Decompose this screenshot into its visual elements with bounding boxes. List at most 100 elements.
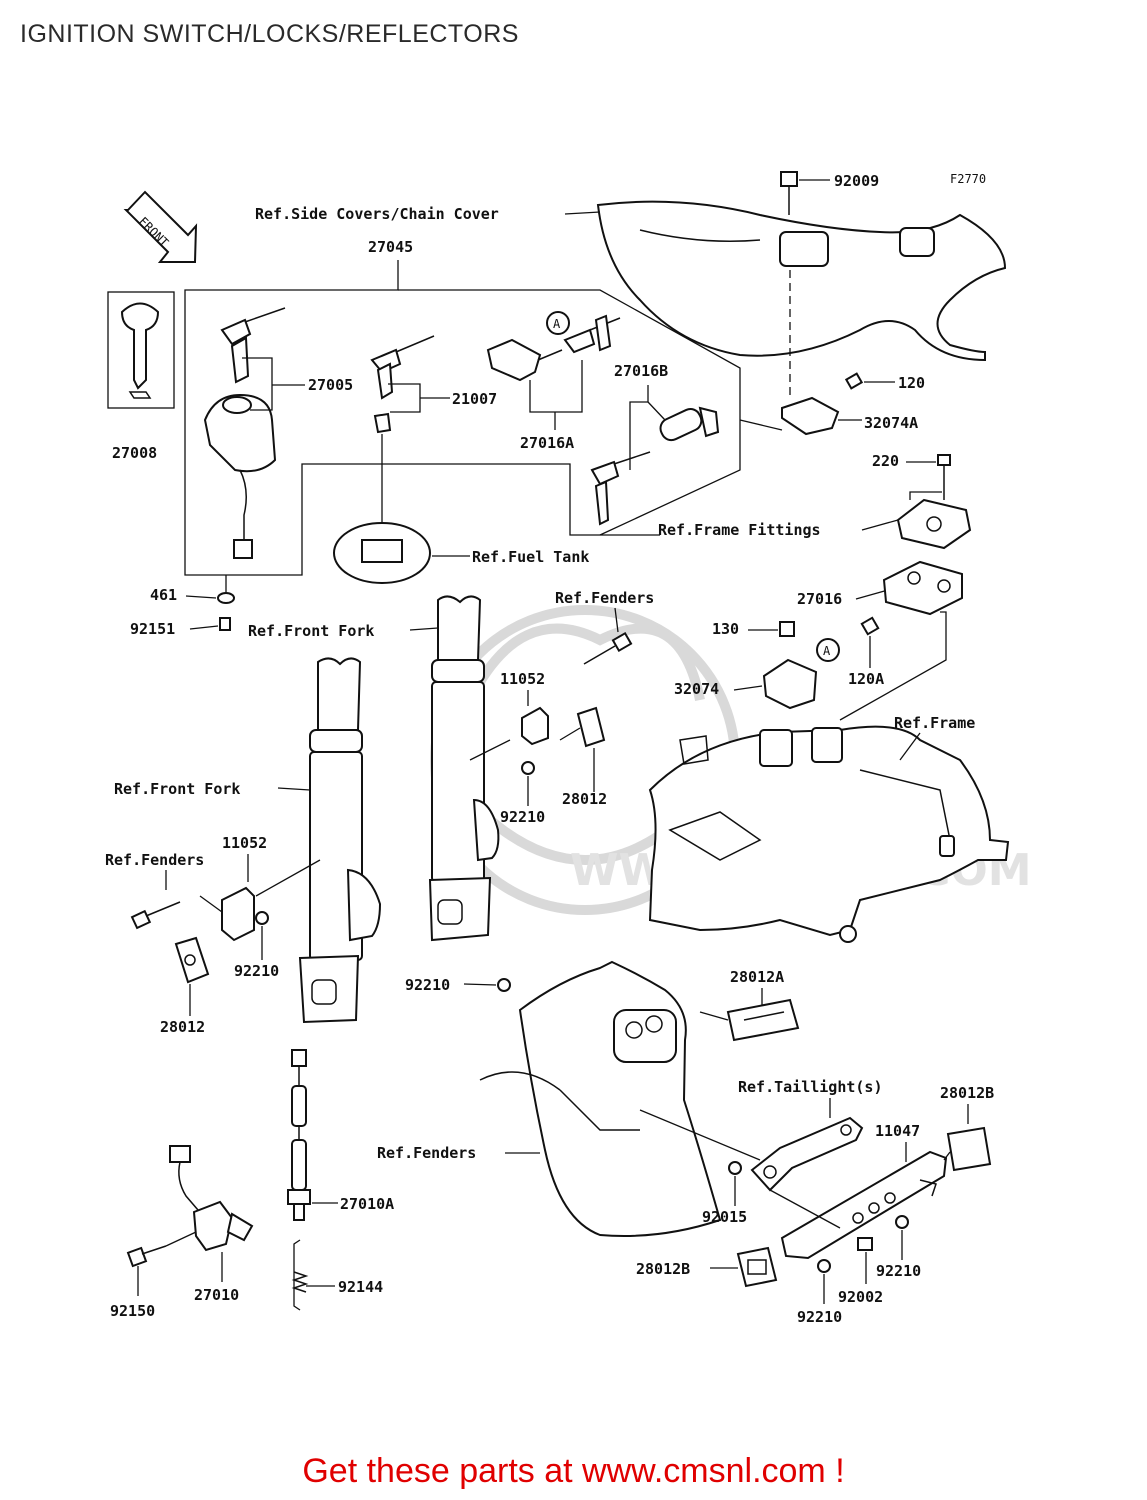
label-27016a: 27016A (520, 434, 574, 452)
label-120a: 120A (848, 670, 884, 688)
front-fork-left-part (298, 657, 382, 1024)
key-27008-frame (107, 291, 175, 409)
bolt-220-part (937, 454, 951, 500)
page-title: IGNITION SWITCH/LOCKS/REFLECTORS (20, 20, 519, 48)
spring-92144-part (291, 1271, 309, 1293)
lock-27016a-part (486, 314, 621, 382)
label-27010a: 27010A (340, 1195, 394, 1213)
label-92210-3: 92210 (405, 976, 450, 994)
bracket-32074a-part (781, 396, 840, 436)
ignition-keys-part (220, 307, 286, 384)
label-92151: 92151 (130, 620, 175, 638)
side-cover-part (596, 200, 1007, 362)
nut-92210-5-part (817, 1259, 831, 1273)
fuel-cap-part (333, 522, 431, 584)
figure-code: F2770 (950, 172, 986, 186)
callout-a-bottom-text: A (823, 644, 831, 658)
label-32074: 32074 (674, 680, 719, 698)
label-28012b-2: 28012B (636, 1260, 690, 1278)
bracket-32074-part (762, 658, 818, 710)
ignition-switch-part (203, 393, 277, 559)
bracket-92144 (293, 1239, 301, 1311)
label-27010: 27010 (194, 1286, 239, 1304)
label-28012-2: 28012 (160, 1018, 205, 1036)
label-ref-fenders-3: Ref.Fenders (377, 1144, 476, 1162)
label-ref-taillight: Ref.Taillight(s) (738, 1078, 883, 1096)
callout-a-top-text: A (553, 317, 561, 331)
taillight-bracket-part (750, 1116, 864, 1192)
front-fork-right-part (428, 595, 500, 942)
nut-92210-4-part (895, 1215, 909, 1229)
label-92009: 92009 (834, 172, 879, 190)
bolt-92002-part (857, 1237, 873, 1251)
label-92144: 92144 (338, 1278, 383, 1296)
switch-27010a-part (287, 1049, 311, 1221)
label-ref-frame-fittings: Ref.Frame Fittings (658, 521, 821, 539)
label-28012-1: 28012 (562, 790, 607, 808)
label-27016b: 27016B (614, 362, 668, 380)
lock-27016b-part (590, 406, 720, 526)
label-92210-1: 92210 (500, 808, 545, 826)
bracket-11052-2-part (221, 886, 255, 942)
nut-92210-1-part (521, 761, 535, 775)
label-ref-front-fork-2: Ref.Front Fork (114, 780, 240, 798)
label-ref-front-fork-1: Ref.Front Fork (248, 622, 374, 640)
label-ref-frame: Ref.Frame (894, 714, 975, 732)
label-27008: 27008 (112, 444, 157, 462)
frame-fitting-part (896, 498, 972, 550)
bolt-fenders-2-part (130, 901, 181, 930)
label-461: 461 (150, 586, 177, 604)
label-ref-fenders-1: Ref.Fenders (555, 589, 654, 607)
label-11052-1: 11052 (500, 670, 545, 688)
key-27008-part (120, 302, 160, 399)
label-130: 130 (712, 620, 739, 638)
reflector-28012a-part (726, 998, 800, 1042)
bolt-120-part (844, 372, 864, 390)
label-27045: 27045 (368, 238, 413, 256)
bracket-27016-part (882, 560, 963, 616)
keys-21007-part (370, 335, 435, 434)
bracket-11052-1-part (521, 706, 549, 746)
nut-92015-part (728, 1161, 742, 1175)
main-frame-part (648, 725, 1010, 943)
nut-92210-2-part (255, 911, 269, 925)
label-92002: 92002 (838, 1288, 883, 1306)
label-11052-2: 11052 (222, 834, 267, 852)
bolt-fenders-1-part (583, 631, 633, 665)
plate-11047-part (780, 1150, 948, 1260)
label-28012a: 28012A (730, 968, 784, 986)
label-92150: 92150 (110, 1302, 155, 1320)
label-ref-fenders-2: Ref.Fenders (105, 851, 204, 869)
label-32074a: 32074A (864, 414, 918, 432)
nut-92210-3-part (497, 978, 511, 992)
bolt-92009-part (780, 171, 830, 215)
label-92015: 92015 (702, 1208, 747, 1226)
washer-461-part (217, 592, 235, 604)
callout-a-top (546, 311, 570, 335)
front-arrow-icon: FRONT (123, 190, 198, 263)
reflector-28012-2-part (174, 936, 210, 984)
reflector-28012b-2-part (736, 1246, 778, 1288)
label-92210-5: 92210 (797, 1308, 842, 1326)
label-27005: 27005 (308, 376, 353, 394)
label-21007: 21007 (452, 390, 497, 408)
reflector-28012b-1-part (946, 1126, 992, 1172)
screw-92150-part (126, 1245, 167, 1268)
screw-92151-part (219, 617, 231, 631)
label-120: 120 (898, 374, 925, 392)
label-220: 220 (872, 452, 899, 470)
reflector-28012-1-part (576, 706, 606, 748)
label-11047: 11047 (875, 1122, 920, 1140)
bolt-130-part (779, 621, 795, 637)
label-28012b-1: 28012B (940, 1084, 994, 1102)
callout-a-bottom (816, 638, 840, 662)
label-92210-4: 92210 (876, 1262, 921, 1280)
rear-fender-part (479, 960, 722, 1237)
label-92210-2: 92210 (234, 962, 279, 980)
cta-link[interactable]: Get these parts at www.cmsnl.com ! (302, 1452, 845, 1490)
label-27016: 27016 (797, 590, 842, 608)
switch-27010-part (169, 1145, 254, 1252)
label-ref-side-covers: Ref.Side Covers/Chain Cover (255, 205, 499, 223)
label-ref-fuel-tank: Ref.Fuel Tank (472, 548, 589, 566)
